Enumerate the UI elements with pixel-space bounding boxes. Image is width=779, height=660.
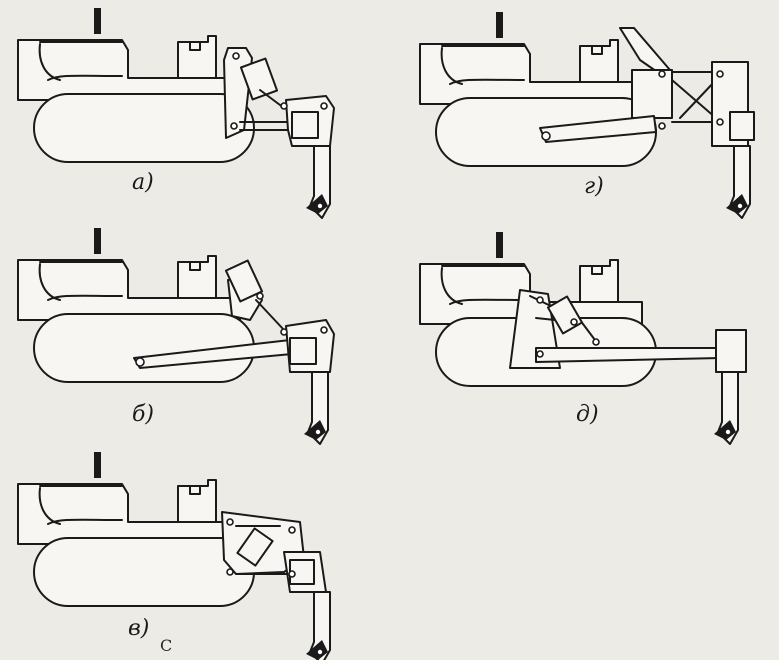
- ripper-head-d: [715, 329, 747, 373]
- variant-d: [419, 231, 747, 445]
- hydraulic-cylinder-a: [239, 57, 279, 101]
- variant-v: [17, 451, 331, 660]
- hydraulic-cylinder-v: [236, 527, 274, 567]
- label-a: а): [132, 170, 154, 195]
- label-d: д): [576, 402, 599, 427]
- variant-b: [17, 227, 335, 445]
- label-b: б): [132, 402, 155, 427]
- label-g: г): [584, 174, 604, 199]
- variant-a: [17, 7, 335, 219]
- variant-g: [419, 11, 755, 219]
- caption: С: [160, 636, 173, 655]
- hydraulic-cylinder-b: [224, 259, 264, 303]
- label-v: в): [128, 616, 150, 641]
- pull-beam-d: [535, 347, 721, 363]
